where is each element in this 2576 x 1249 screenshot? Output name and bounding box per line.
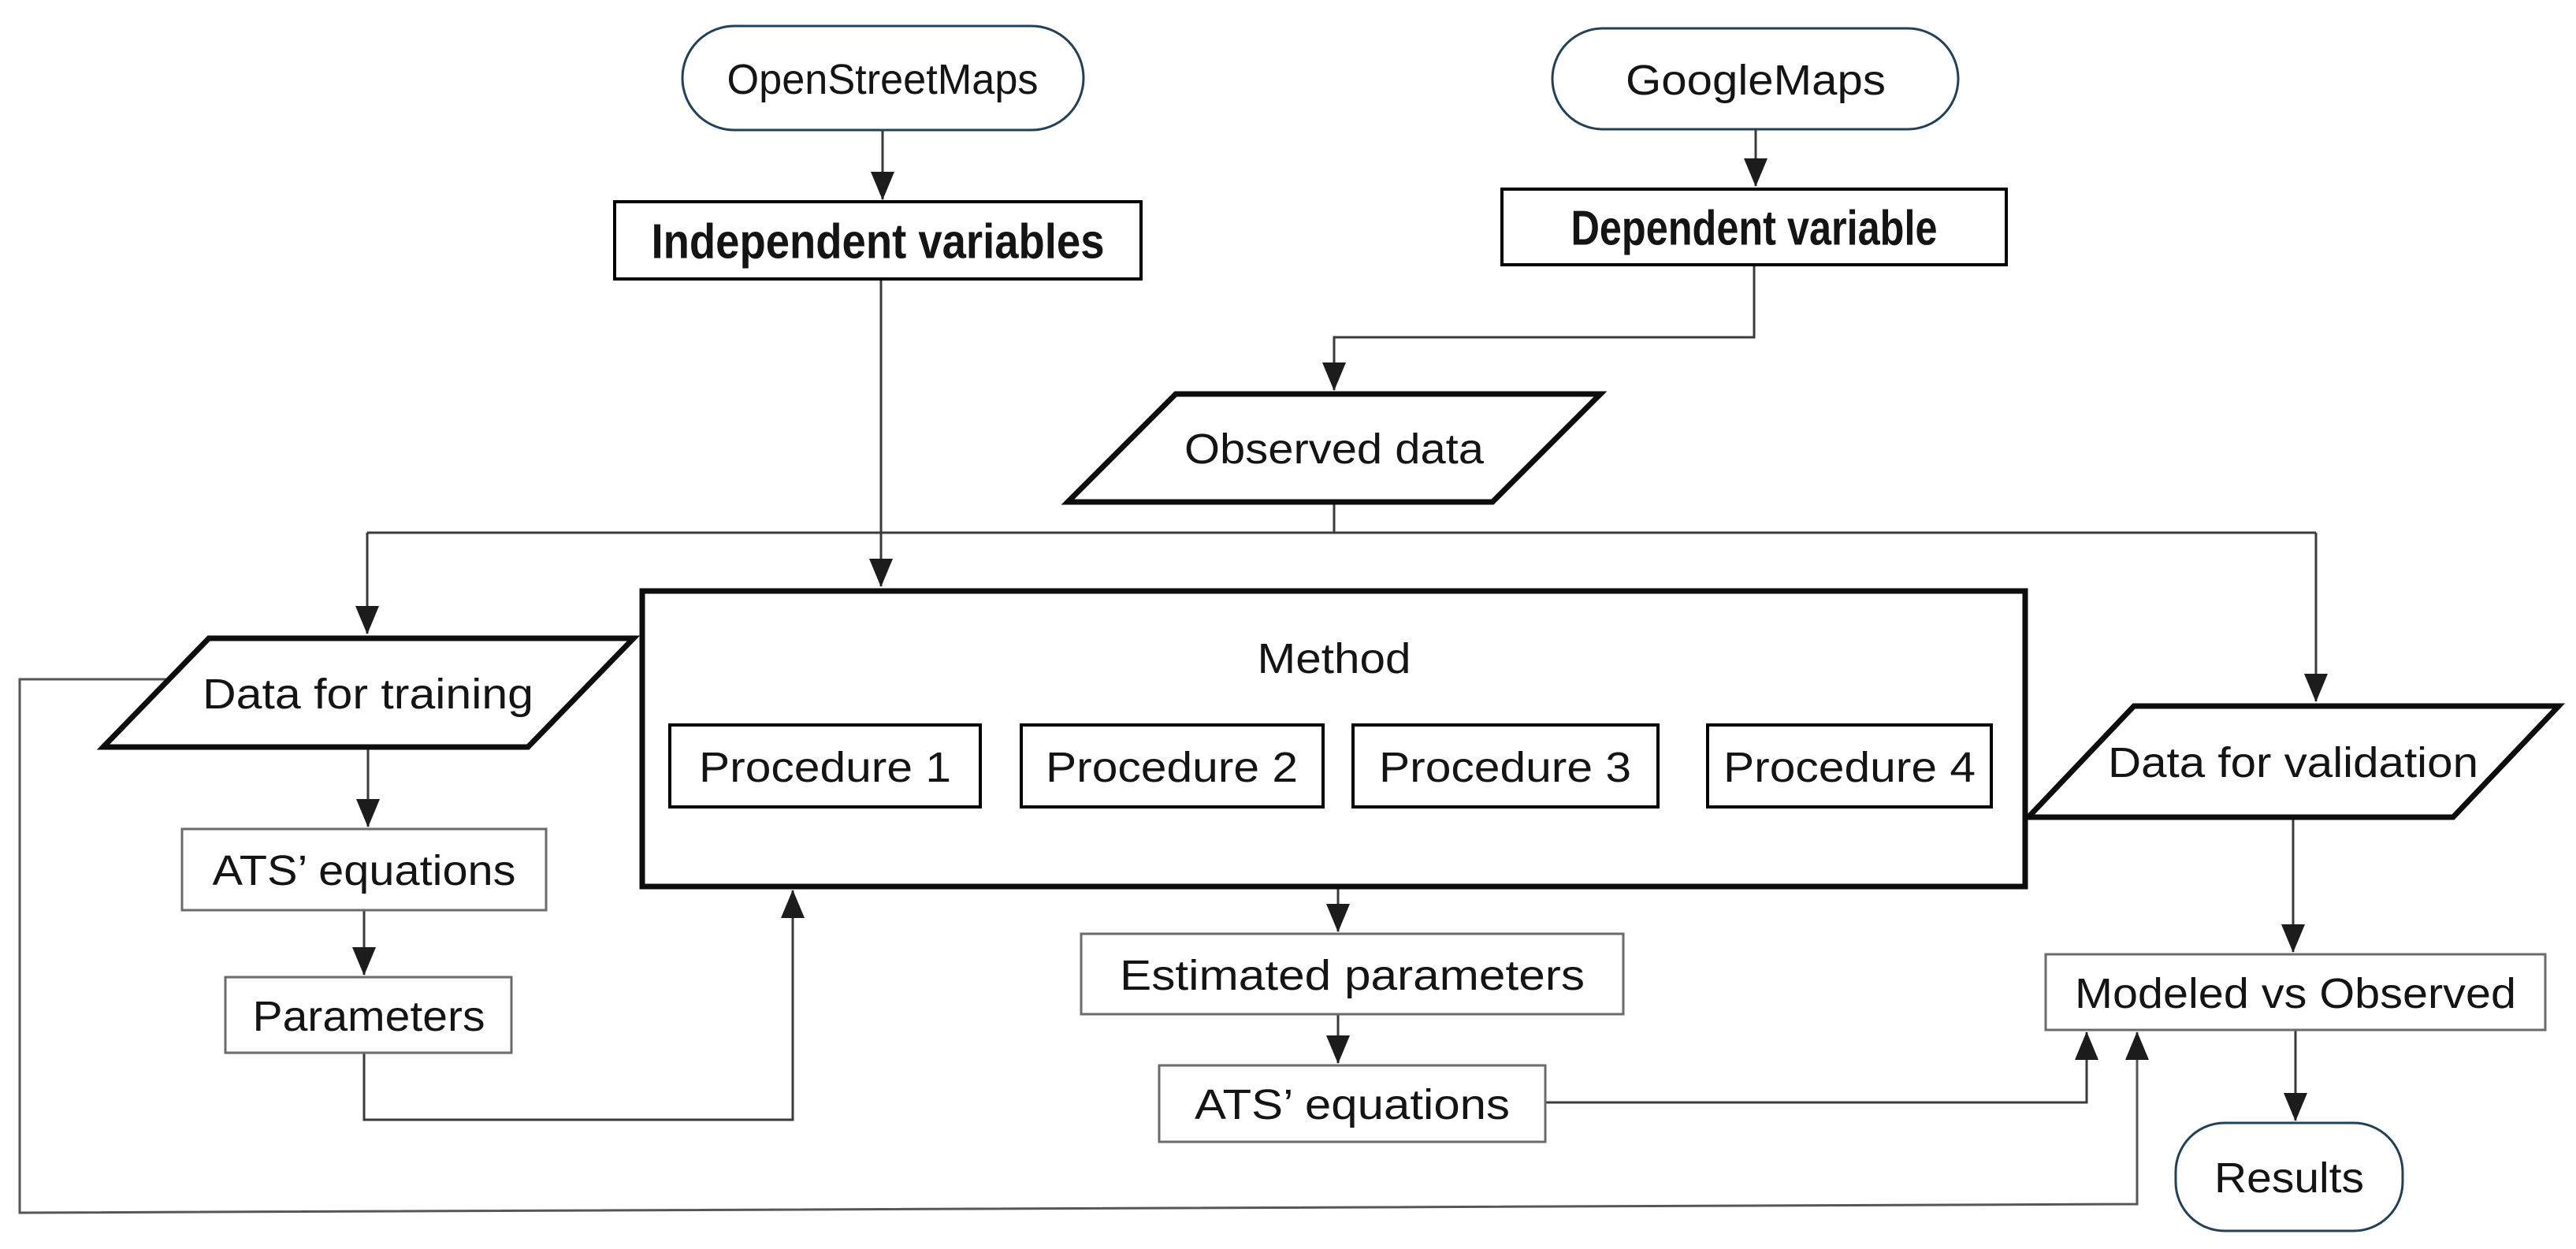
data-for-training-node	[96, 635, 641, 750]
openstreetmaps-node	[681, 24, 1085, 132]
edge-ats-equations-to-modeled-vs-observed	[1545, 1032, 2098, 1104]
data-for-training-label: Data for training	[203, 671, 533, 718]
openstreetmaps-label: OpenStreetMaps	[727, 56, 1039, 103]
procedure-3-label: Procedure 3	[1379, 744, 1631, 791]
googlemaps-label: GoogleMaps	[1626, 57, 1886, 104]
procedure-2-label: Procedure 2	[1046, 744, 1298, 791]
data-for-validation-label: Data for validation	[2108, 739, 2478, 786]
procedure-1-label: Procedure 1	[699, 744, 951, 791]
dependent-variable-label: Dependent variable	[1571, 202, 1938, 256]
independent-variables-label: Independent variables	[652, 215, 1105, 270]
results-node	[2174, 1121, 2404, 1232]
results-label: Results	[2214, 1154, 2364, 1202]
estimated-parameters-node	[1080, 932, 1625, 1016]
edge-data-for-training-feedback-to-modeled-vs-observed	[18, 678, 2149, 1214]
procedure-2-node	[1020, 723, 1325, 809]
ats-equations-estimated-node	[1158, 1064, 1547, 1143]
modeled-vs-observed-label: Modeled vs Observed	[2075, 970, 2516, 1017]
ats-equations-training-node	[180, 827, 548, 912]
observed-data-label: Observed data	[1184, 426, 1485, 473]
independent-variables-node	[613, 200, 1143, 281]
dependent-variable-node	[1500, 188, 2008, 266]
ats-equations-estimated-label: ATS’ equations	[1195, 1081, 1510, 1128]
data-for-validation-node	[2021, 703, 2566, 820]
procedure-4-node	[1706, 723, 1993, 809]
parameters-label: Parameters	[253, 993, 485, 1040]
edge-dependent-variable-to-observed-data	[1322, 266, 1756, 391]
procedure-1-node	[668, 723, 982, 809]
method-label: Method	[1258, 635, 1411, 682]
ats-equations-training-label: ATS’ equations	[213, 847, 516, 894]
procedure-4-label: Procedure 4	[1723, 744, 1976, 791]
observed-data-node	[1061, 391, 1608, 505]
googlemaps-node	[1551, 27, 1960, 131]
modeled-vs-observed-node	[2044, 953, 2547, 1032]
procedure-3-node	[1351, 723, 1660, 809]
edge-parameters-to-method	[362, 890, 805, 1121]
parameters-node	[224, 976, 513, 1054]
estimated-parameters-label: Estimated parameters	[1120, 952, 1585, 999]
